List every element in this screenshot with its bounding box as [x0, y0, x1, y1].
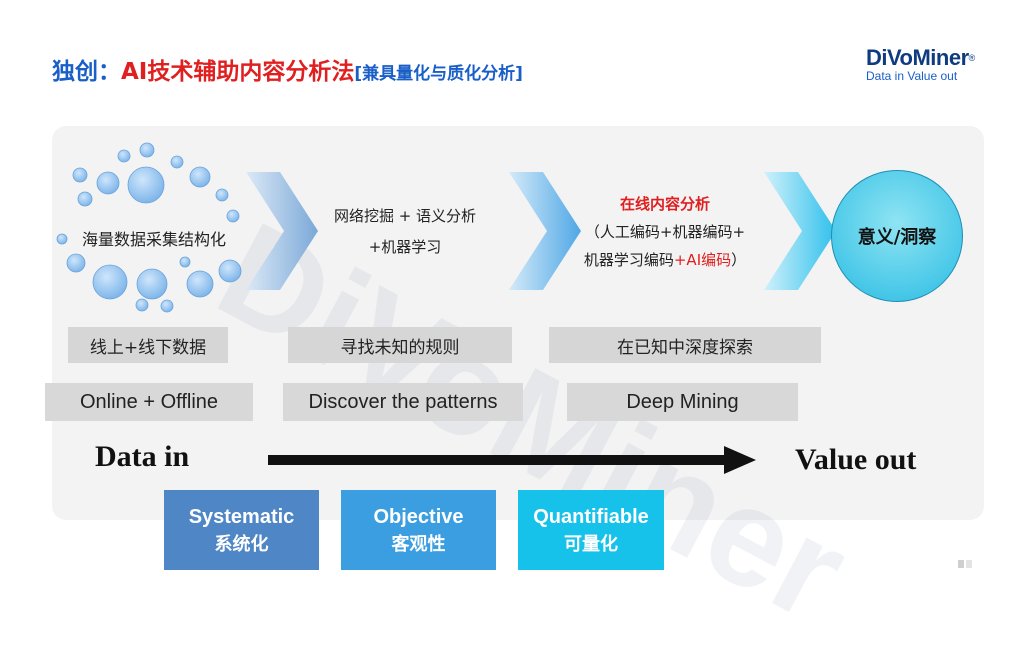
chevron-right-icon — [509, 172, 581, 290]
label-online-offline-en: Online + Offline — [45, 383, 253, 421]
stage-content-analysis-line2b: +AI编码 — [673, 251, 732, 269]
insight-label: 意义/洞察 — [857, 227, 937, 248]
label-deep-mining-zh: 在已知中深度探索 — [549, 327, 821, 363]
stage-mining-line1: 网络挖掘 + 语义分析 — [333, 207, 477, 225]
logo-registered: ® — [968, 53, 976, 63]
stage-mining-line2: +机器学习 — [368, 238, 442, 256]
process-panel — [52, 126, 984, 520]
stage-content-analysis-line2c: ） — [731, 251, 747, 269]
flow-end-label: Value out — [795, 443, 917, 476]
property-quantifiable: Quantifiable 可量化 — [518, 490, 664, 570]
label-discover-en: Discover the patterns — [283, 383, 523, 421]
arrow-right-icon — [268, 446, 756, 474]
title-prefix: 独创： — [52, 59, 121, 85]
brand-logo: DiVoMiner® Data in Value out — [866, 47, 996, 87]
collect-label: 海量数据采集结构化 — [81, 230, 226, 249]
title-bracket: [兼具量化与质化分析] — [354, 64, 523, 84]
label-online-offline-zh: 线上+线下数据 — [68, 327, 228, 363]
property-objective-zh: 客观性 — [391, 534, 446, 555]
stage-content-analysis-title: 在线内容分析 — [619, 195, 710, 213]
insight-circle: 意义/洞察 — [831, 170, 963, 302]
property-systematic: Systematic 系统化 — [164, 490, 319, 570]
property-systematic-en: Systematic — [188, 506, 295, 528]
slide-corner-icon — [958, 560, 972, 568]
stage-content-analysis-line1: （人工编码+机器编码+ — [584, 223, 746, 241]
property-objective: Objective 客观性 — [341, 490, 496, 570]
label-deep-mining-en: Deep Mining — [567, 383, 798, 421]
chevron-right-icon — [246, 172, 318, 290]
property-objective-en: Objective — [373, 506, 464, 528]
property-systematic-zh: 系统化 — [214, 534, 269, 555]
stage-mining: 网络挖掘 + 语义分析 +机器学习 — [300, 201, 510, 263]
property-quantifiable-zh: 可量化 — [564, 534, 618, 555]
logo-brand: DiVoMiner — [866, 45, 969, 70]
stage-content-analysis: 在线内容分析 （人工编码+机器编码+ 机器学习编码+AI编码） — [560, 190, 770, 274]
property-quantifiable-en: Quantifiable — [533, 506, 649, 528]
logo-tagline: Data in Value out — [866, 69, 958, 83]
page-title: 独创：AI技术辅助内容分析法[兼具量化与质化分析] — [52, 52, 523, 86]
stage-content-analysis-line2a: 机器学习编码 — [583, 251, 674, 269]
title-main: AI技术辅助内容分析法 — [121, 59, 355, 85]
label-discover-zh: 寻找未知的规则 — [288, 327, 512, 363]
chevron-right-icon — [764, 172, 836, 290]
flow-start-label: Data in — [95, 440, 190, 473]
data-bubbles-icon — [56, 142, 242, 313]
